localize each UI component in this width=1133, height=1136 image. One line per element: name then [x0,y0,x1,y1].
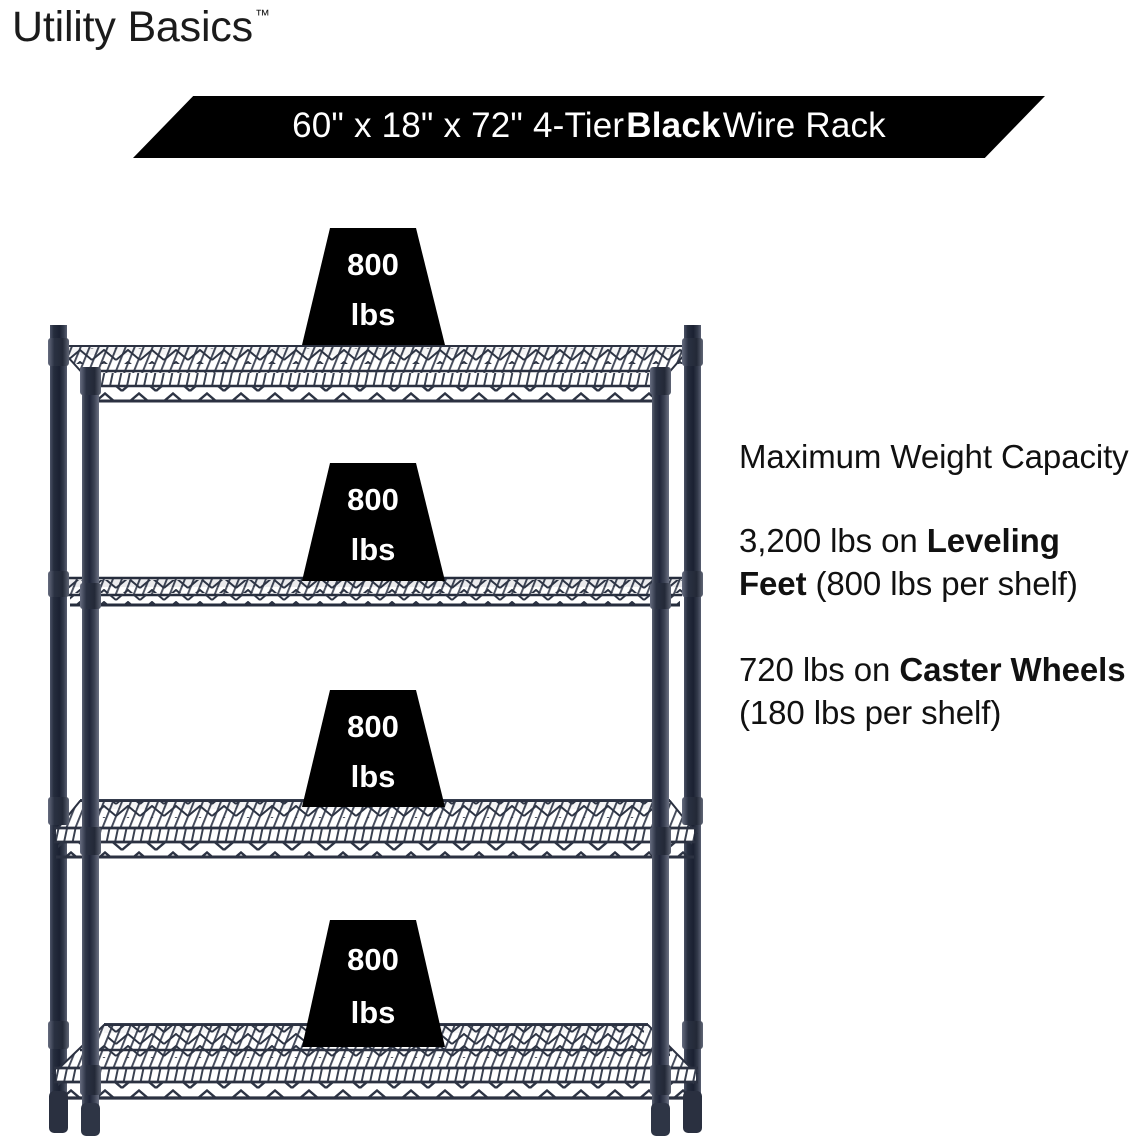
leveling-foot-rear-right [683,1091,702,1133]
leveling-tail: (800 lbs per shelf) [806,565,1078,602]
badge-unit-3: lbs [351,759,396,794]
product-title-banner: 60" x 18" x 72" 4-Tier Black Wire Rack [133,96,1045,158]
badge-amount-2: 800 [347,482,399,517]
badge-amount-3: 800 [347,709,399,744]
badge-amount-1: 800 [347,247,399,282]
leveling-foot-front-right [651,1103,670,1136]
caster-lead: 720 lbs on [739,651,900,688]
trademark-symbol: ™ [254,7,270,24]
weight-badge-tier-3: 800 lbs [302,690,445,807]
shelf-tier-4 [51,1023,699,1100]
badge-shape [302,690,445,807]
capacity-heading: Maximum Weight Capacity [739,438,1129,475]
badge-shape [302,463,445,581]
capacity-copy-block: Maximum Weight Capacity 3,200 lbs on Lev… [739,437,1133,734]
wire-rack-svg: 800 lbs 800 lbs 800 lbs 800 lbs [48,228,703,1136]
badge-unit-1: lbs [351,297,396,332]
badge-unit-4: lbs [351,995,396,1030]
leveling-lead: 3,200 lbs on [739,522,927,559]
post-rear-left [50,325,67,1105]
banner-text-after: Wire Rack [722,106,886,145]
badge-amount-4: 800 [347,942,399,977]
weight-badge-tier-1: 800 lbs [302,228,445,345]
brand-lockup: Utility Basics ™ [12,2,270,52]
rack-rear-posts [50,325,701,1105]
weight-badge-tier-4: 800 lbs [302,920,445,1047]
post-front-right [652,373,669,1113]
caster-bold: Caster Wheels [899,651,1126,688]
banner-text-bold: Black [626,106,721,145]
shelf-tier-1 [55,345,695,403]
post-collars [48,338,703,1095]
wire-rack-illustration: 800 lbs 800 lbs 800 lbs 800 lbs [20,205,730,1136]
leveling-bold: Leveling Feet [739,522,1060,602]
rack-front-posts [82,373,669,1113]
capacity-leveling-feet-text: 3,200 lbs on Leveling Feet (800 lbs per … [739,519,1133,605]
banner-text-before: 60" x 18" x 72" 4-Tier [292,106,625,145]
leveling-foot-front-left [81,1103,100,1136]
badge-shape [302,920,445,1047]
brand-name: Utility Basics [12,3,253,51]
leveling-feet [49,1091,702,1136]
badge-unit-2: lbs [351,532,396,567]
capacity-caster-wheels-text: 720 lbs on Caster Wheels (180 lbs per sh… [739,648,1133,734]
post-front-left [82,373,99,1113]
shelf-tier-3 [51,799,699,859]
post-rear-right [684,325,701,1105]
leveling-foot-rear-left [49,1091,68,1133]
shelf-tier-2 [52,576,698,607]
banner-background-shape [133,96,1045,158]
weight-badge-tier-2: 800 lbs [302,463,445,581]
caster-tail: (180 lbs per shelf) [739,694,1002,731]
banner-title-text: 60" x 18" x 72" 4-Tier Black Wire Rack [133,96,1045,158]
badge-shape [302,228,445,345]
